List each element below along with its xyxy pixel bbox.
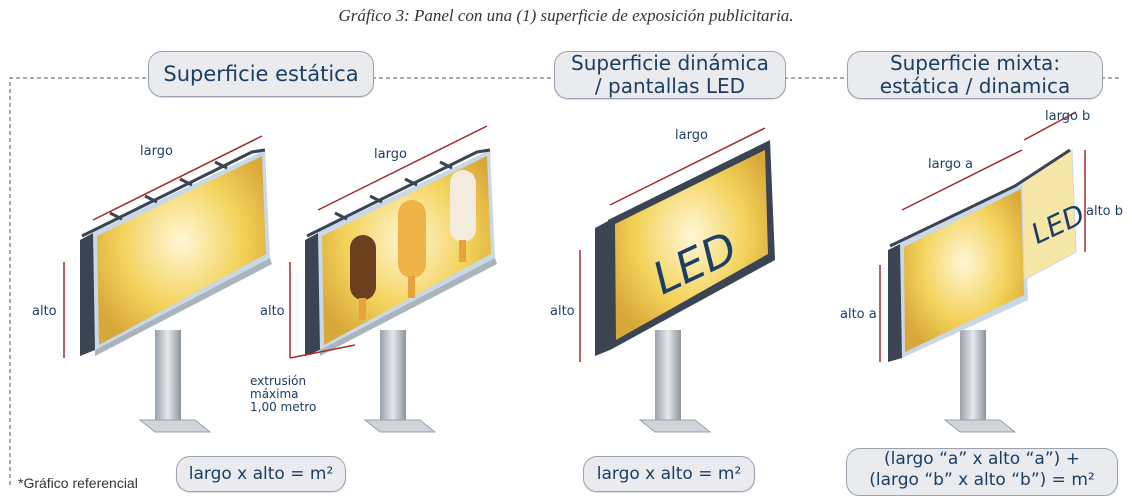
section-title-dynamic-line1: Superficie dinámica: [571, 51, 769, 75]
dim-largo-b: [1023, 111, 1077, 141]
formula-mixed-line1: (largo “a” x alto “a”) +: [884, 449, 1080, 469]
label-alto-1: alto: [32, 304, 57, 319]
label-extrusion-1: extrusión: [250, 374, 306, 388]
section-title-dynamic-line2: / pantallas LED: [594, 74, 746, 98]
label-alto-3: alto: [550, 304, 575, 319]
billboard-static-1: largo alto: [32, 135, 272, 433]
label-largo-2: largo: [374, 147, 407, 162]
formula-mixed-line2: (largo “b” x alto “b”) = m²: [869, 470, 1095, 490]
dashed-guide: [9, 77, 1120, 485]
section-title-mixed-line1: Superficie mixta:: [889, 51, 1061, 75]
billboard-static-2: largo alto extrusión máxima 1,00 metro: [250, 125, 497, 433]
label-largo-1: largo: [140, 144, 173, 159]
section-title-dynamic: Superficie dinámica / pantallas LED: [554, 51, 786, 99]
billboard-led: LED largo alto: [550, 127, 775, 433]
formula-static: largo x alto = m²: [176, 456, 346, 492]
billboard-mixed: LED largo a largo b alto a alto b: [840, 109, 1123, 433]
label-largo-3: largo: [675, 128, 708, 143]
dim-largo-1: [92, 135, 263, 221]
figure-caption: Gráfico 3: Panel con una (1) superficie …: [338, 6, 794, 25]
section-title-mixed-line2: estática / dinamica: [879, 74, 1071, 98]
label-alto-a: alto a: [840, 307, 877, 322]
section-title-mixed: Superficie mixta: estática / dinamica: [847, 51, 1103, 99]
section-title-static: Superficie estática: [148, 51, 374, 97]
dim-extrusion: [289, 344, 356, 359]
label-extrusion-2: máxima: [250, 387, 299, 401]
dim-largo-3: [609, 127, 766, 206]
formula-mixed: (largo “a” x alto “a”) + (largo “b” x al…: [846, 448, 1118, 496]
ice-cream-caramel-illustration: [398, 200, 426, 298]
label-extrusion-3: 1,00 metro: [250, 400, 316, 414]
label-largo-a: largo a: [928, 157, 973, 172]
reference-note: *Gráfico referencial: [18, 475, 138, 491]
dim-largo-a: [901, 149, 1023, 211]
label-alto-b: alto b: [1086, 204, 1123, 219]
label-largo-b: largo b: [1045, 109, 1090, 124]
ice-cream-chocolate-illustration: [350, 235, 376, 320]
label-alto-2: alto: [260, 304, 285, 319]
dim-largo-2: [317, 125, 488, 211]
formula-dynamic: largo x alto = m²: [583, 456, 755, 492]
ice-cream-vanilla-illustration: [450, 170, 476, 262]
